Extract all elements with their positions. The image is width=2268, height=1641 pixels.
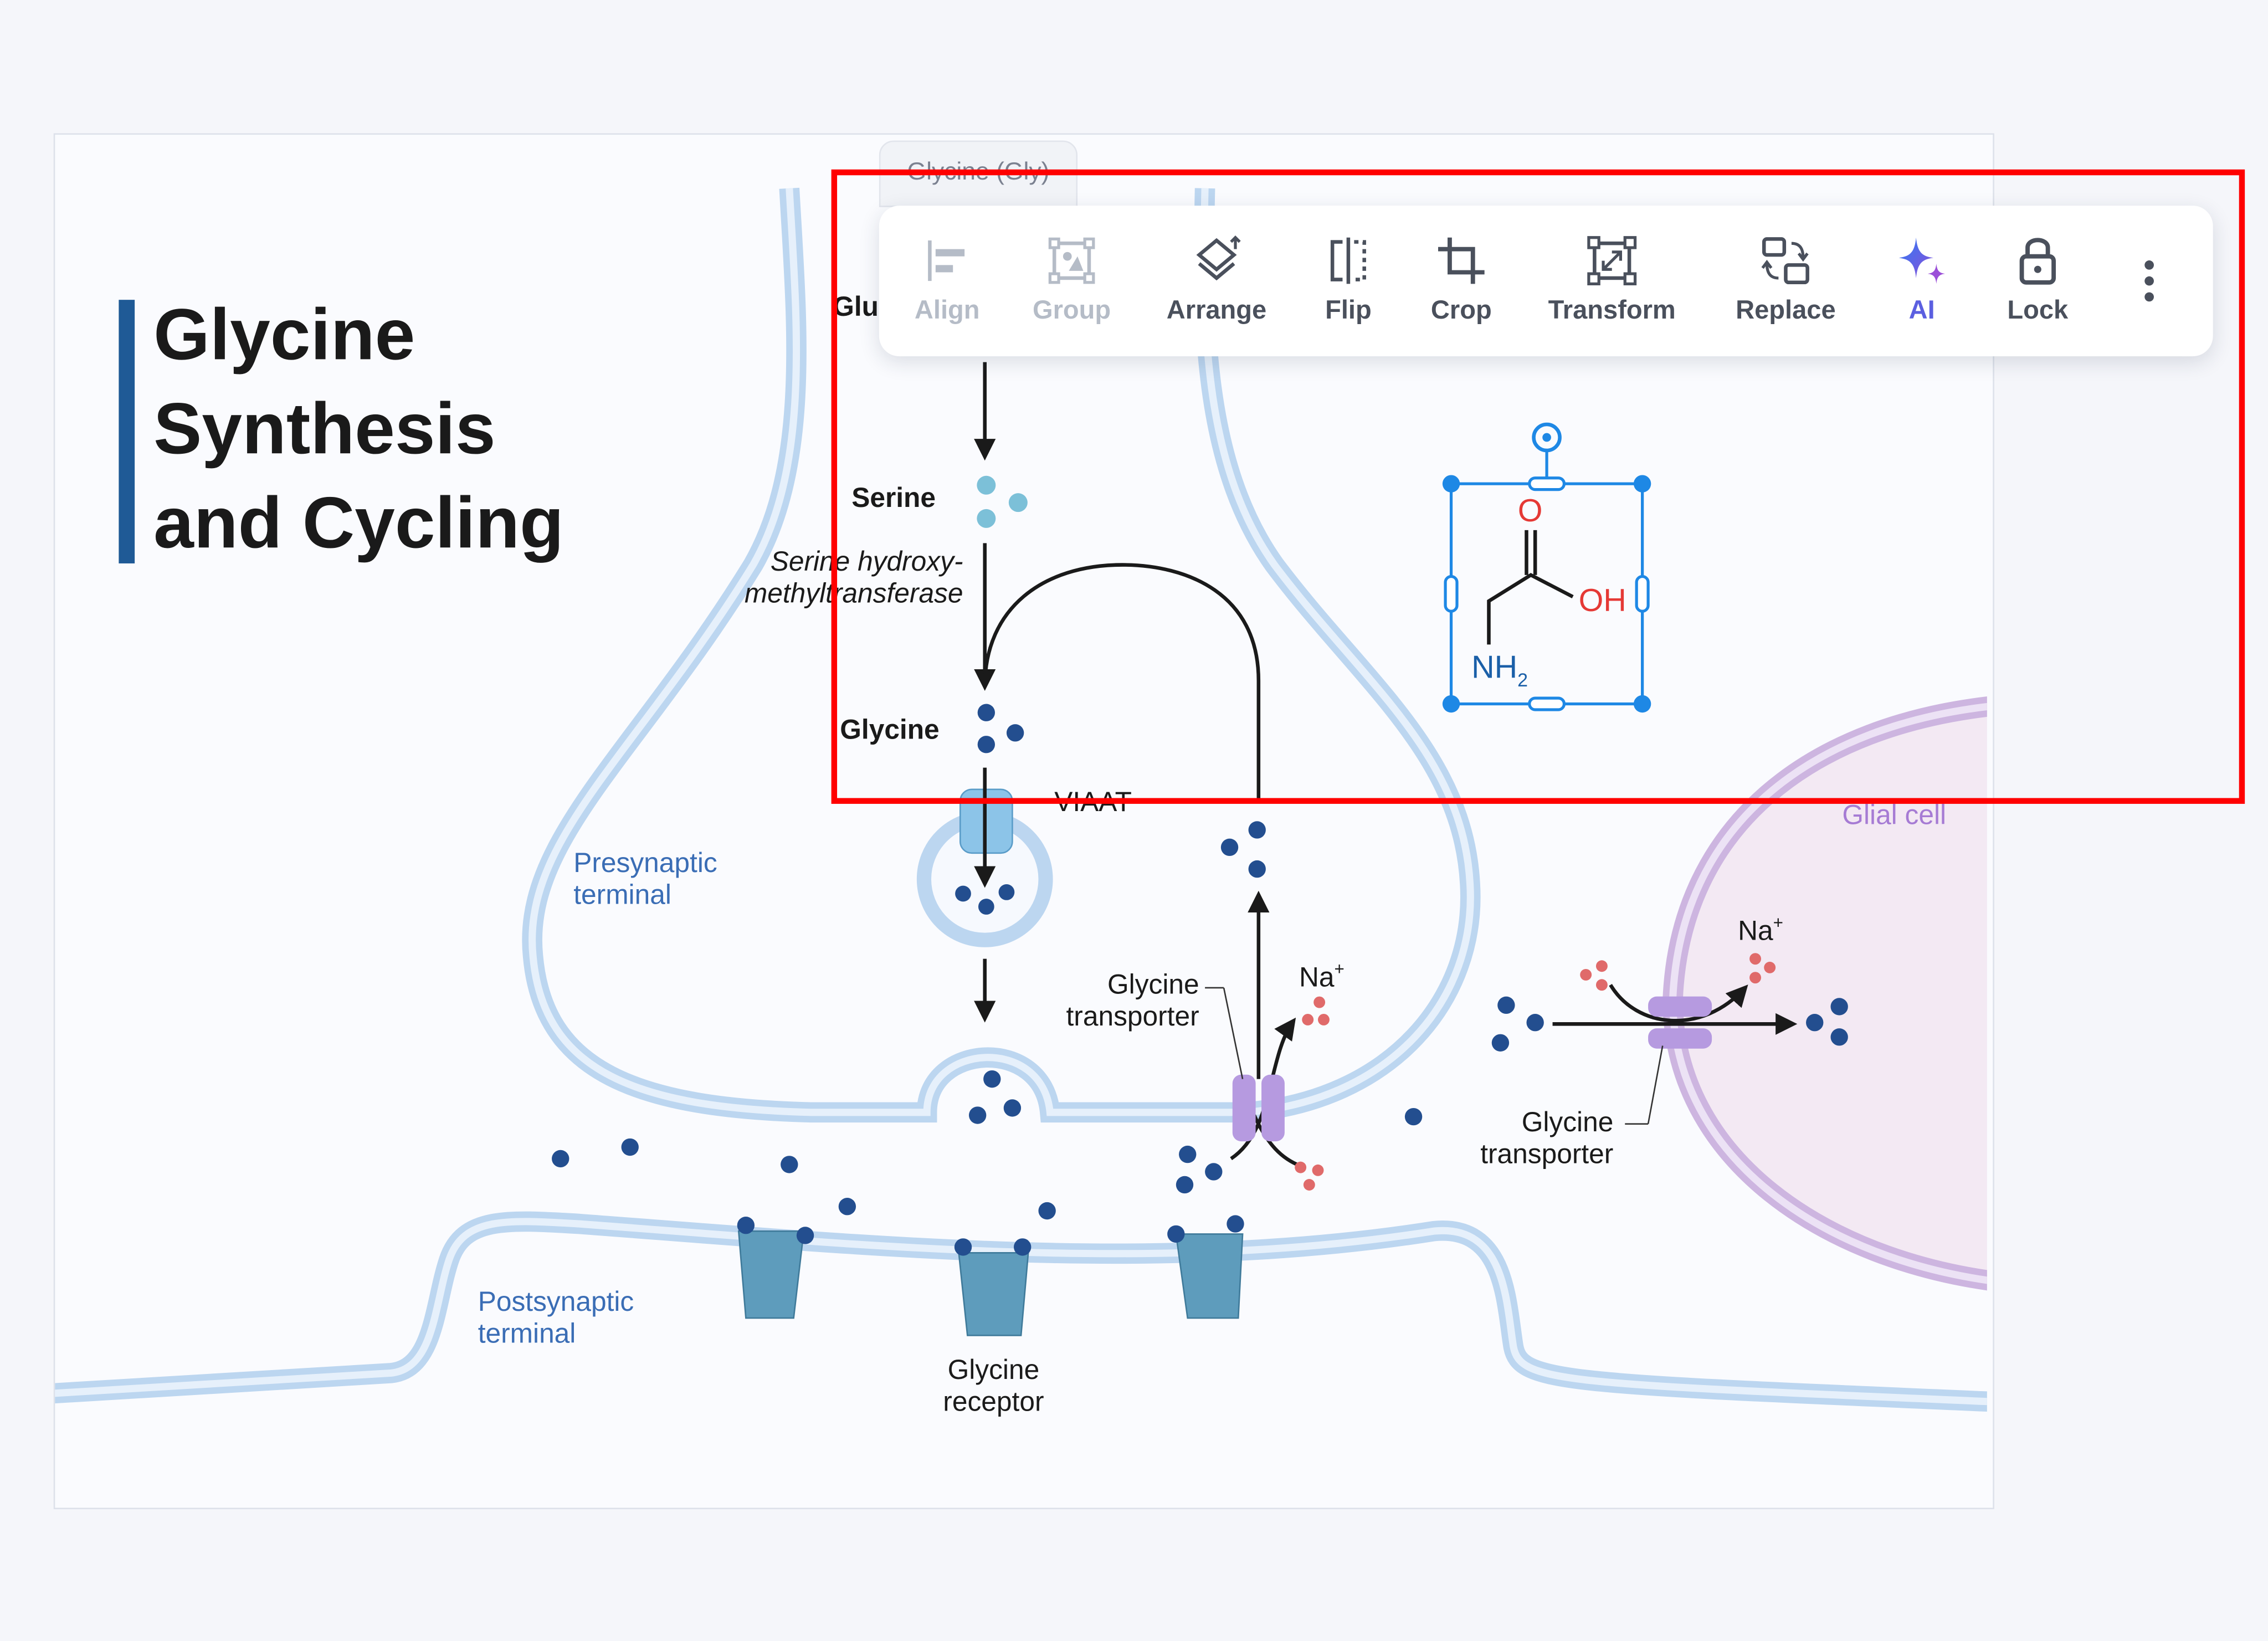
layers-icon [1196,235,1241,281]
postsynaptic-membrane [55,1211,1987,1412]
postsynaptic-label-2: terminal [478,1317,576,1348]
glial-cell-label: Glial cell [1842,799,1946,830]
sparkle-icon [1898,237,1946,284]
viaat-label: VIAAT [1054,786,1132,817]
replace-icon [1761,237,1809,285]
glycine-molecules [552,704,1848,1256]
sodium-label: Na+ [1299,959,1345,992]
oxygen-atom: O [1518,493,1543,529]
align-button[interactable]: Align [882,232,1012,326]
resize-handles[interactable] [1442,475,1651,713]
rotate-handle[interactable] [1532,422,1562,453]
svg-text:Synthesis: Synthesis [153,388,495,469]
presynaptic-label: Presynaptic [573,847,717,878]
sodium-ions [1295,953,1776,1191]
glial-cell-membrane [1662,696,1987,1291]
glial-transporter-label-2: transporter [1480,1138,1613,1169]
ai-button[interactable]: AI [1857,232,1987,326]
svg-text:Glycine: Glycine [153,294,415,375]
transform-icon [1587,236,1637,286]
svg-text:and Cycling: and Cycling [153,482,564,563]
edge-handles[interactable] [1444,476,1650,711]
serine-label: Serine [851,482,936,513]
glycine-receptor [737,1230,1244,1336]
group-button[interactable]: Group [1007,232,1137,326]
group-icon [1048,237,1095,284]
flip-button[interactable]: Flip [1283,232,1413,326]
glycine-label: Glycine [840,714,939,745]
diagram-title: Glycine Synthesis and Cycling [153,294,564,563]
transporter-label-2: transporter [1066,1001,1199,1032]
transform-button[interactable]: Transform [1532,232,1692,326]
sodium-label-glial: Na+ [1738,913,1783,946]
more-vertical-icon[interactable] [2139,255,2159,307]
lock-icon [2019,238,2056,285]
glucose-label: Glu [833,291,879,322]
glial-transporter-label: Glycine [1522,1106,1614,1137]
serine-molecules [977,475,1028,528]
arrange-button[interactable]: Arrange [1151,232,1281,326]
object-name-tab[interactable]: Glycine (Gly) [879,140,1078,207]
title-accent-bar [119,300,135,563]
align-left-icon [928,240,965,281]
glycine-structure-selected[interactable]: O OH NH2 [1442,422,1651,713]
flip-icon [1330,237,1366,284]
crop-icon [1438,237,1485,284]
glycine-transporter-glial [1648,996,1712,1049]
receptor-label-2: receptor [943,1386,1044,1417]
crop-button[interactable]: Crop [1396,232,1526,326]
postsynaptic-label: Postsynaptic [478,1286,634,1317]
presynaptic-membrane [522,187,1481,1123]
presynaptic-label-2: terminal [573,879,671,910]
receptor-label: Glycine [948,1354,1040,1385]
glycine-transporter-presynaptic [1232,1074,1285,1142]
context-toolbar: Align Group Arrange Flip Crop Transform … [879,206,2213,357]
hydroxyl-group: OH [1579,583,1626,618]
transporter-label: Glycine [1107,968,1199,999]
lock-button[interactable]: Lock [1973,232,2103,326]
enzyme-label-2: methyltransferase [745,578,963,609]
amine-group: NH2 [1471,649,1528,691]
replace-button[interactable]: Replace [1721,232,1851,326]
enzyme-label: Serine hydroxy- [771,546,963,577]
